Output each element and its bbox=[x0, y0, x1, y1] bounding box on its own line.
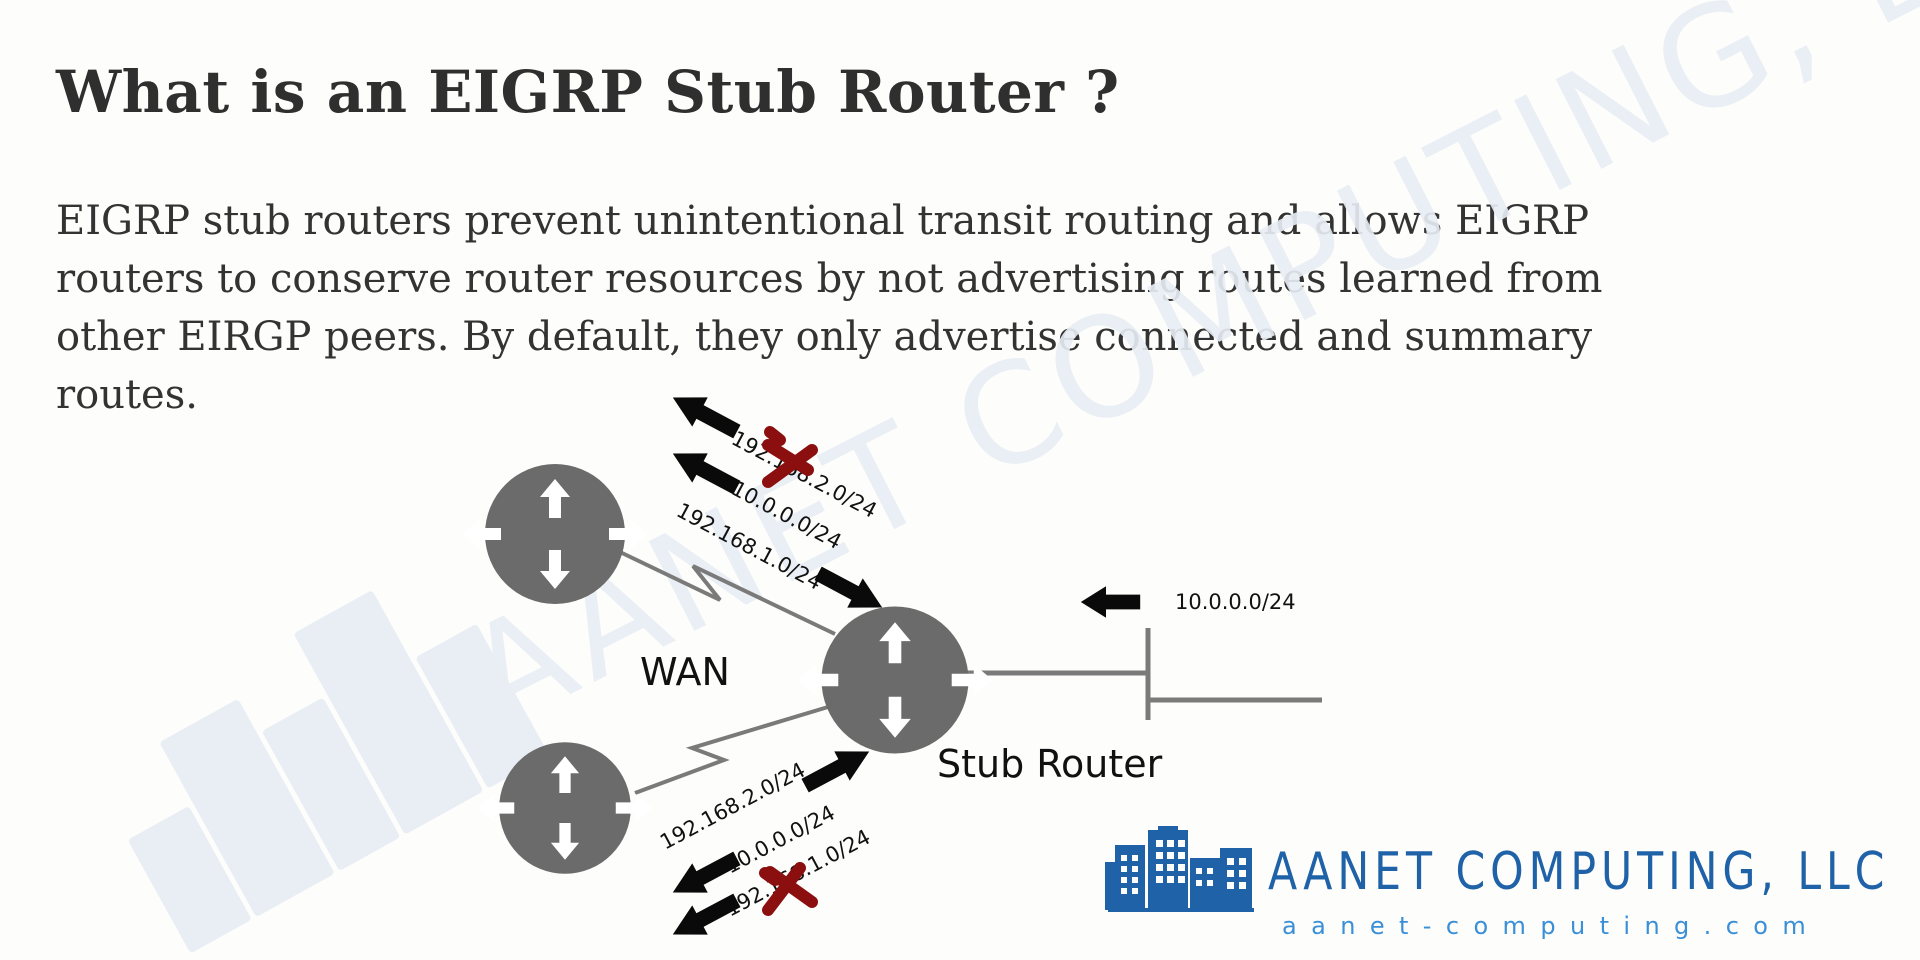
description-line: other EIRGP peers. By default, they only… bbox=[56, 314, 1593, 360]
logo-windows bbox=[1121, 840, 1246, 894]
description-paragraph: EIGRP stub routers prevent unintentional… bbox=[56, 192, 1816, 424]
watermark-text: AANET COMPUTING, LLC bbox=[442, 0, 1920, 759]
blocked-route-x-icon bbox=[762, 426, 818, 488]
page-title: What is an EIGRP Stub Router ? bbox=[56, 58, 1120, 126]
watermark-buildings-icon bbox=[128, 591, 548, 953]
description-line: EIGRP stub routers prevent unintentional… bbox=[56, 198, 1590, 244]
wan-link-top bbox=[619, 550, 836, 636]
lan-advertisement-arrow-icon bbox=[1080, 586, 1141, 618]
description-line: routers to conserve router resources by … bbox=[56, 256, 1603, 302]
wan-link-bottom bbox=[634, 705, 829, 795]
company-name: AANET COMPUTING, LLC bbox=[1268, 842, 1890, 902]
stub-router-label: Stub Router bbox=[937, 742, 1163, 786]
description-line: routes. bbox=[56, 372, 198, 418]
company-url: aanet-computing.com bbox=[1282, 912, 1821, 940]
blocked-route-x-icon bbox=[759, 862, 818, 916]
watermark: AANET COMPUTING, LLC bbox=[128, 0, 1920, 953]
bottom-link-routes: 192.168.2.0/24 10.0.0.0/24 192.168.1.0/2… bbox=[656, 736, 877, 950]
lan-route-label: 10.0.0.0/24 bbox=[1175, 590, 1296, 614]
wan-label: WAN bbox=[640, 650, 730, 694]
